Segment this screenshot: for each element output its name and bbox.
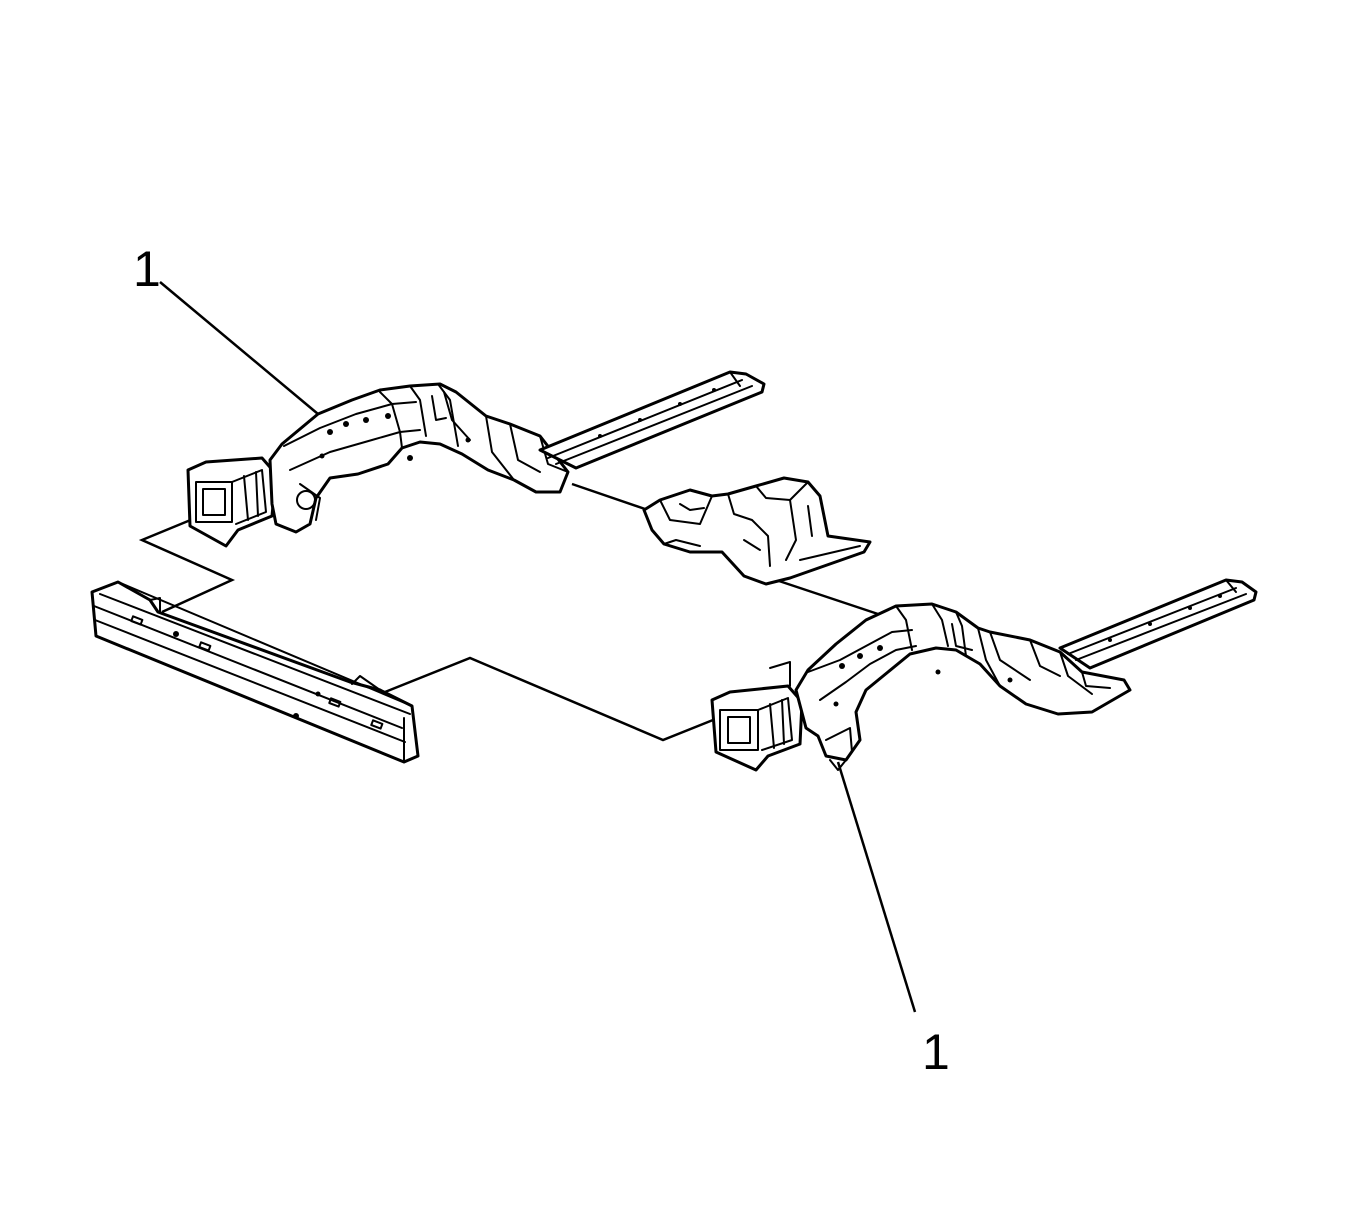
- bumper-reinforcement-bar: [90, 580, 420, 764]
- callout-number-top: 1: [133, 241, 161, 297]
- alignment-line-mid-rear: [769, 576, 879, 616]
- upper-frame-rail: [186, 370, 766, 548]
- callout-leaders: [159, 281, 917, 1013]
- callout-number-bottom: 1: [922, 1024, 950, 1080]
- leader-line-bottom: [836, 761, 917, 1013]
- alignment-lines: [138, 482, 879, 742]
- leader-line-top: [159, 281, 319, 415]
- alignment-line-top-rear: [571, 482, 649, 512]
- alignment-line-left: [138, 510, 236, 614]
- alignment-line-right: [384, 656, 719, 742]
- center-mount-bracket: [642, 476, 872, 586]
- lower-frame-rail: [710, 578, 1258, 772]
